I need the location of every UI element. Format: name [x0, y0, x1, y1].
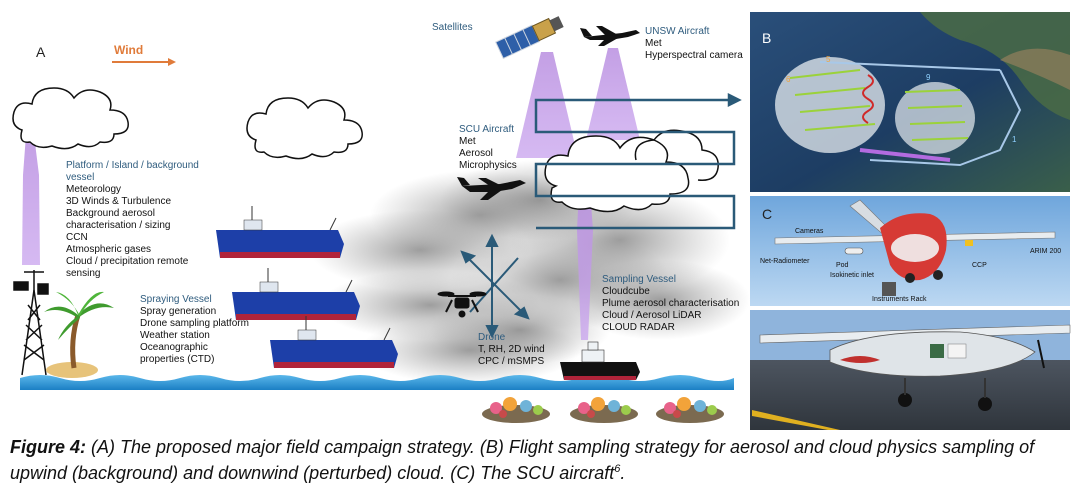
- drone-motion-arrows: [460, 233, 530, 339]
- plane-icon: [457, 177, 526, 200]
- satellite-icon: [495, 16, 564, 60]
- ship-icon: [560, 341, 640, 380]
- unsw-aircraft-line: Hyperspectral camera: [645, 50, 743, 61]
- scu-aircraft-line: Aerosol: [459, 148, 493, 159]
- platform-title: vessel: [66, 172, 95, 183]
- panel-a-letter: A: [36, 44, 46, 60]
- aircraft-beam: [586, 48, 640, 140]
- platform-line: 3D Winds & Turbulence: [66, 196, 172, 207]
- figure-label: Figure 4:: [10, 437, 87, 457]
- spraying-vessel-title: Spraying Vessel: [140, 294, 212, 305]
- track-number: 6: [786, 75, 791, 84]
- tower-icon: [13, 270, 49, 376]
- wind-label: Wind: [114, 43, 144, 57]
- panel-b-letter: B: [762, 30, 772, 46]
- scu-aircraft-line: Microphysics: [459, 160, 517, 171]
- satellite-beam: [516, 52, 578, 158]
- spraying-vessel-line: Weather station: [140, 330, 210, 341]
- cloud-icon: [246, 97, 363, 160]
- scu-aircraft-label: SCU Aircraft Met Aerosol Microphysics: [459, 124, 517, 172]
- aircraft-part-label: Instruments Rack: [872, 296, 927, 303]
- spraying-vessel-label: Spraying Vessel Spray generation Drone s…: [140, 294, 249, 366]
- drone-label: Drone T, RH, 2D wind CPC / mSMPS: [478, 332, 545, 368]
- track-number: 1: [1012, 135, 1017, 144]
- spraying-vessel-line: Oceanographic: [140, 342, 208, 353]
- unsw-aircraft-label: UNSW Aircraft Met Hyperspectral camera: [645, 26, 743, 62]
- flight-path: [534, 92, 742, 230]
- drone-line: CPC / mSMPS: [478, 356, 545, 367]
- caption-end: .: [620, 463, 626, 483]
- sea: [20, 375, 734, 390]
- reef-icon: [656, 397, 724, 423]
- platform-line: sensing: [66, 268, 101, 279]
- spraying-vessel-line: Spray generation: [140, 306, 217, 317]
- platform-line: Background aerosol: [66, 208, 155, 219]
- panel-b-image: [750, 12, 1070, 192]
- sampling-vessel-line: Cloud / Aerosol LiDAR: [602, 310, 702, 321]
- drone-icon: [437, 291, 487, 318]
- platform-title: Platform / Island / background: [66, 160, 199, 171]
- track-number: 5: [826, 55, 831, 64]
- cloud-icon: [12, 87, 129, 150]
- aircraft-part-label: Pod: [836, 262, 849, 269]
- figure-caption: Figure 4: (A) The proposed major field c…: [10, 436, 1070, 484]
- drone-title: Drone: [478, 332, 506, 343]
- platform-label: Platform / Island / background vessel Me…: [66, 160, 199, 280]
- platform-line: CCN: [66, 232, 88, 243]
- unsw-aircraft-title: UNSW Aircraft: [645, 26, 710, 37]
- ship-icon: [216, 206, 344, 258]
- unsw-aircraft-line: Met: [645, 38, 662, 49]
- aircraft-part-label: Isokinetic inlet: [830, 272, 874, 279]
- platform-lidar-beam: [22, 135, 40, 265]
- platform-line: Atmospheric gases: [66, 244, 152, 255]
- aircraft-part-label: Net-Radiometer: [760, 258, 810, 265]
- palm-tree-icon: [44, 291, 114, 378]
- aircraft-part-label: CCP: [972, 262, 987, 269]
- spraying-vessel-line: properties (CTD): [140, 354, 215, 365]
- drone-line: T, RH, 2D wind: [478, 344, 545, 355]
- platform-line: Cloud / precipitation remote: [66, 256, 189, 267]
- track-number: 9: [926, 73, 931, 82]
- cloud-icon: [544, 129, 719, 213]
- spraying-vessel-line: Drone sampling platform: [140, 318, 249, 329]
- aircraft-photo: [750, 310, 1071, 430]
- sampling-vessel-line: CLOUD RADAR: [602, 322, 675, 333]
- aircraft-part-label: Cameras: [795, 228, 824, 235]
- ship-icon: [270, 316, 398, 368]
- scu-aircraft-line: Met: [459, 136, 476, 147]
- ship-icon: [232, 268, 360, 320]
- sampling-vessel-line: Plume aerosol characterisation: [602, 298, 740, 309]
- panel-c-letter: C: [762, 206, 773, 222]
- reef-icon: [570, 397, 638, 423]
- caption-superscript: 6: [614, 463, 621, 475]
- panel-c-image: [750, 196, 1070, 306]
- sampling-vessel-title: Sampling Vessel: [602, 274, 676, 285]
- aircraft-part-label: ARIM 200: [1030, 248, 1062, 255]
- reef-icon: [482, 397, 550, 423]
- platform-line: Meteorology: [66, 184, 122, 195]
- wind-arrow-icon: [112, 58, 176, 66]
- plane-icon: [580, 26, 640, 46]
- sampling-vessel-label: Sampling Vessel Cloudcube Plume aerosol …: [602, 274, 739, 334]
- sampling-vessel-line: Cloudcube: [602, 286, 650, 297]
- scu-aircraft-title: SCU Aircraft: [459, 124, 515, 135]
- satellites-label: Satellites: [432, 22, 473, 33]
- caption-text: (A) The proposed major field campaign st…: [10, 437, 1035, 483]
- platform-line: characterisation / sizing: [66, 220, 171, 231]
